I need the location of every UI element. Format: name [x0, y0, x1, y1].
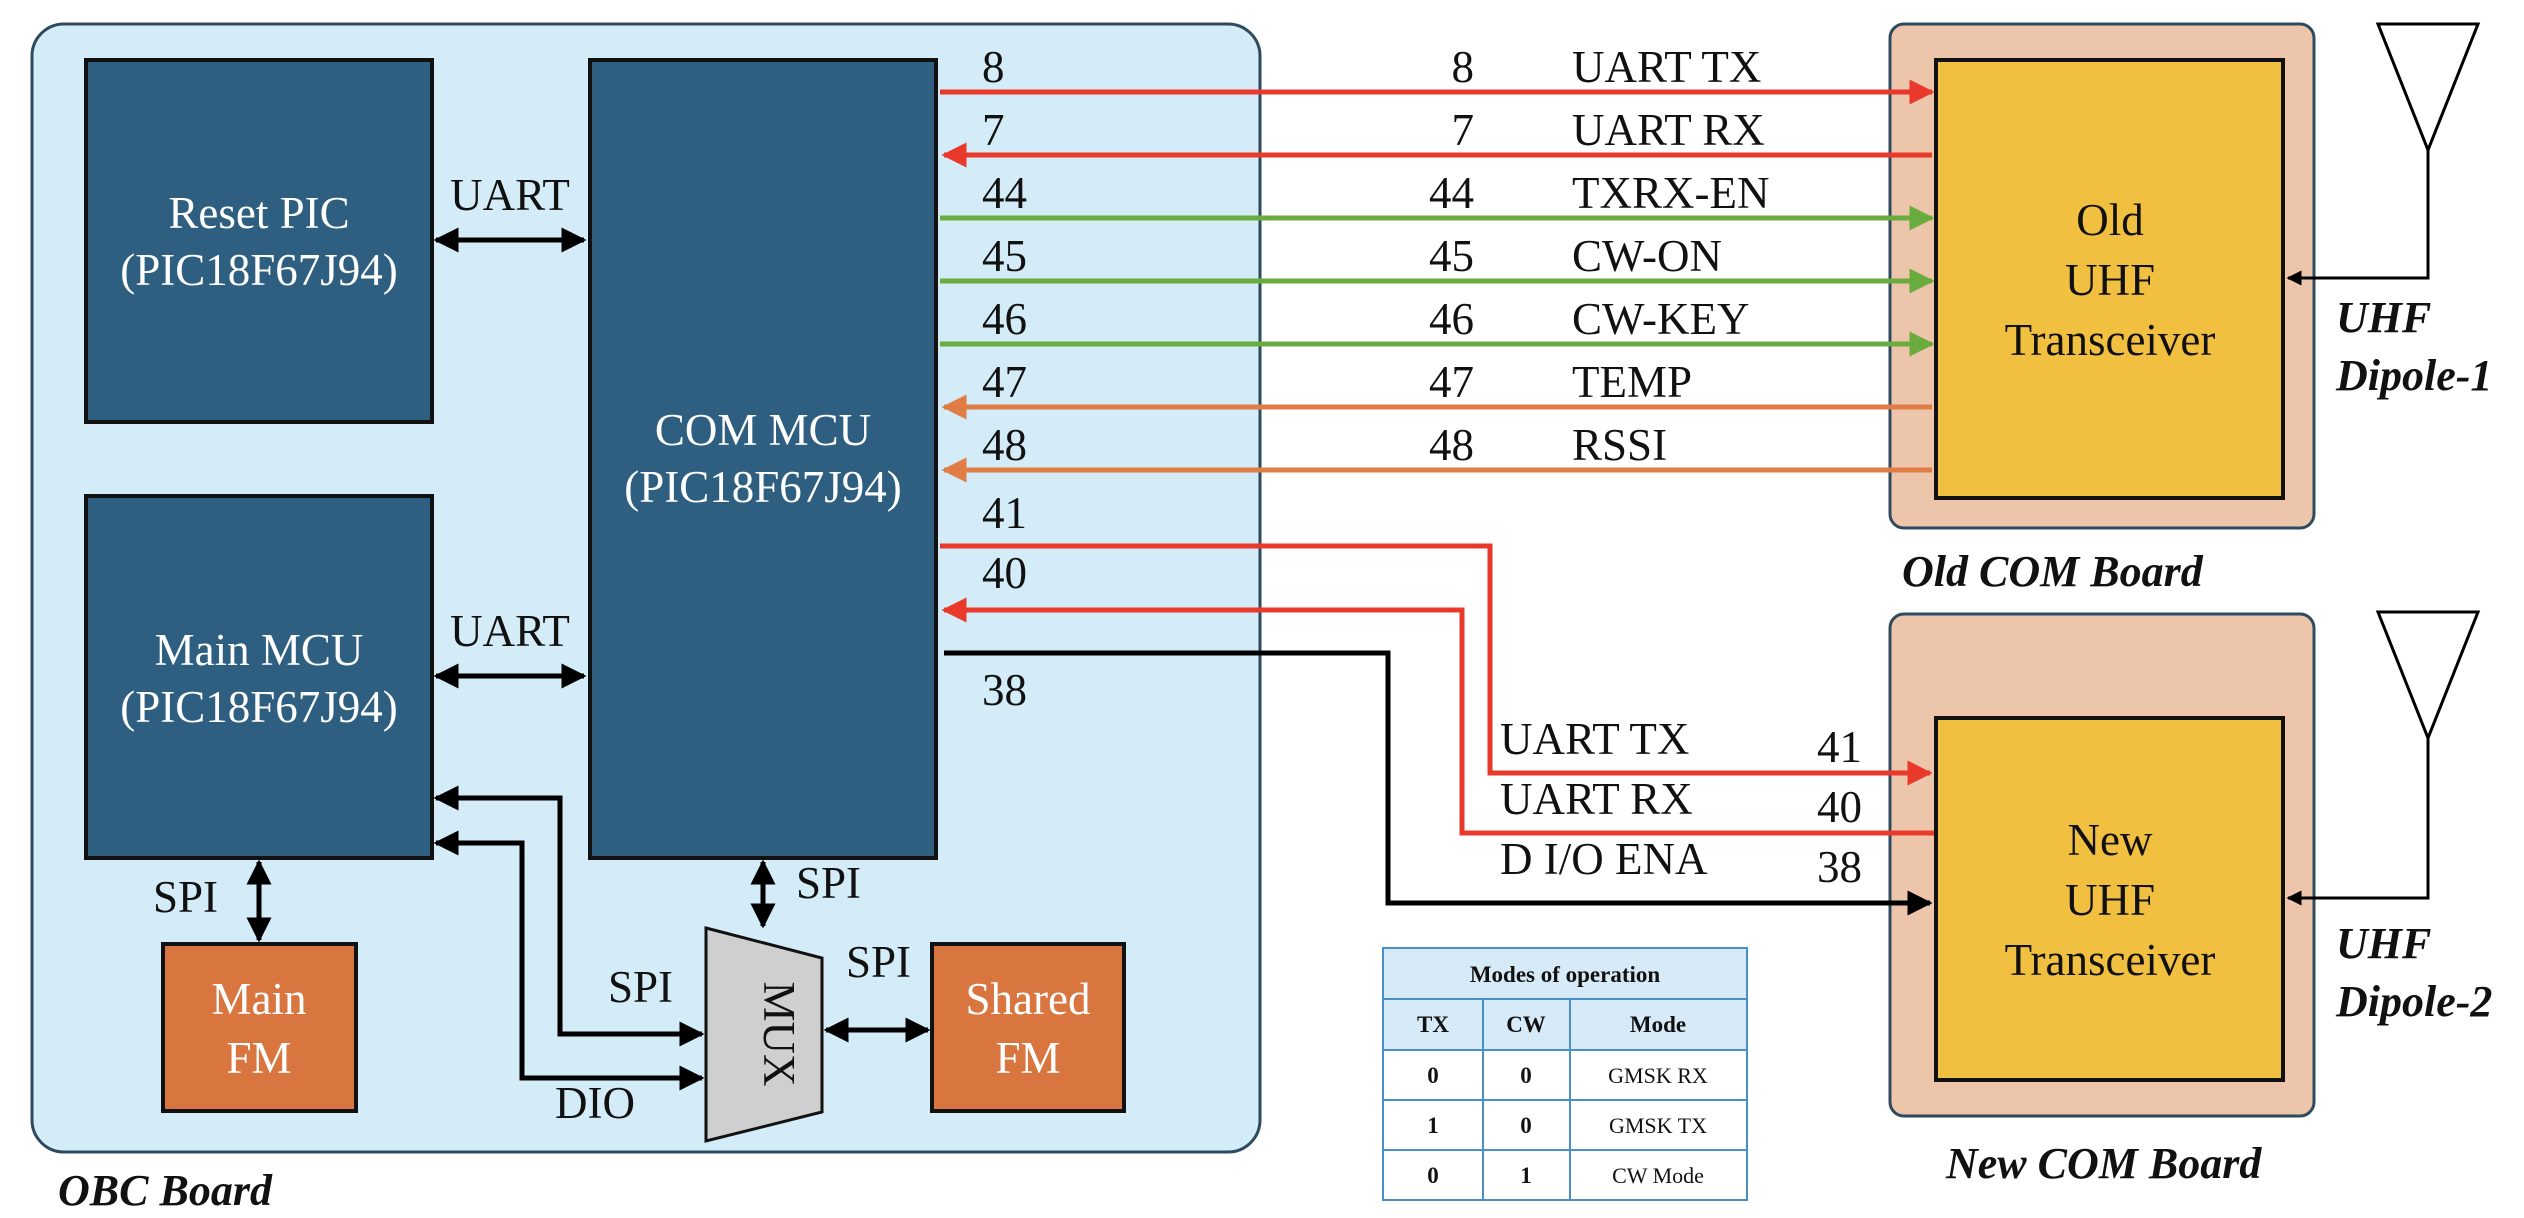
modes-row-3-mode: CW Mode — [1612, 1163, 1704, 1188]
old-pin-right-45: 45 — [1429, 231, 1474, 281]
old-signal-name-cw-on: CW-ON — [1572, 231, 1722, 281]
com-mcu-block — [588, 58, 938, 860]
old-signal-name-txrx-en: TXRX-EN — [1572, 168, 1769, 218]
main-mcu-label: Main MCU — [155, 625, 364, 675]
old-pin-left-46: 46 — [982, 294, 1027, 344]
old-pin-left-47: 47 — [982, 357, 1027, 407]
mux-label: MUX — [754, 981, 804, 1086]
modes-row-2-mode: GMSK TX — [1609, 1113, 1707, 1138]
antenna-2-label-2: Dipole-2 — [2335, 977, 2492, 1026]
antenna-1-label-2: Dipole-1 — [2335, 351, 2492, 400]
main-mcu-part: (PIC18F67J94) — [120, 682, 398, 732]
com-mux-spi-label: SPI — [796, 858, 861, 908]
old-pin-left-8: 8 — [982, 42, 1005, 92]
modes-table-header-cw: CW — [1506, 1012, 1546, 1037]
new-signal-name-uart-rx: UART RX — [1500, 774, 1693, 824]
old-signal-group: 8 8 UART TX 7 7 UART RX 44 44 TXRX-EN 45 45 CW-ON 46… — [940, 42, 1935, 483]
com-mcu-label: COM MCU — [655, 405, 871, 455]
main-fm-spi-label: SPI — [153, 872, 218, 922]
new-signal-name-dio-ena: D I/O ENA — [1500, 834, 1708, 884]
new-transceiver-line1: New — [2068, 815, 2153, 865]
com-mcu-part: (PIC18F67J94) — [624, 462, 902, 512]
modes-table-title: Modes of operation — [1470, 962, 1661, 987]
modes-row-1-mode: GMSK RX — [1608, 1063, 1708, 1088]
new-pin-left-41: 41 — [982, 488, 1027, 538]
modes-table-header-mode: Mode — [1630, 1012, 1686, 1037]
old-pin-right-44: 44 — [1429, 168, 1474, 218]
old-signal-name-rssi: RSSI — [1572, 420, 1667, 470]
old-pin-left-48: 48 — [982, 420, 1027, 470]
new-pin-left-38: 38 — [982, 665, 1027, 715]
old-pin-left-7: 7 — [982, 105, 1005, 155]
old-pin-right-47: 47 — [1429, 357, 1474, 407]
reset-pic-label: Reset PIC — [168, 188, 349, 238]
main-mux-dio-link — [433, 830, 705, 1091]
new-pin-right-38: 38 — [1817, 842, 1862, 892]
old-pin-right-46: 46 — [1429, 294, 1474, 344]
old-signal-name-temp: TEMP — [1572, 357, 1692, 407]
reset-uart-label: UART — [450, 170, 570, 220]
modes-row-1-tx: 0 — [1427, 1063, 1439, 1088]
mux-shared-spi-label: SPI — [846, 937, 911, 987]
main-fm-label-2: FM — [226, 1033, 291, 1083]
old-uhf-transceiver — [1934, 58, 2285, 500]
main-uart-label: UART — [450, 606, 570, 656]
old-signal-name-uart-tx: UART TX — [1572, 42, 1761, 92]
old-com-board-label: Old COM Board — [1902, 547, 2204, 596]
antenna-2-label: UHF — [2336, 919, 2431, 968]
new-pin-right-41: 41 — [1817, 722, 1862, 772]
new-pin-right-40: 40 — [1817, 782, 1862, 832]
shared-fm-label: Shared — [966, 974, 1091, 1024]
new-transceiver-line2: UHF — [2065, 875, 2155, 925]
new-dio-ena-wire — [944, 650, 1933, 916]
old-transceiver-line3: Transceiver — [2005, 315, 2216, 365]
modes-table-header-tx: TX — [1417, 1012, 1449, 1037]
main-mux-dio-label: DIO — [555, 1078, 635, 1128]
old-pin-right-48: 48 — [1429, 420, 1474, 470]
old-pin-left-45: 45 — [982, 231, 1027, 281]
new-pin-left-40: 40 — [982, 548, 1027, 598]
shared-fm-label-2: FM — [995, 1033, 1060, 1083]
shared-fm-block — [930, 942, 1126, 1113]
new-uart-tx-wire — [940, 543, 1933, 786]
antenna-1-icon — [2286, 22, 2481, 286]
new-com-board-label: New COM Board — [1945, 1139, 2262, 1188]
main-fm-block — [161, 942, 358, 1113]
modes-row-3-tx: 0 — [1427, 1163, 1439, 1188]
new-uhf-transceiver — [1934, 716, 2285, 1082]
obc-board-label: OBC Board — [58, 1166, 273, 1215]
old-pin-right-7: 7 — [1452, 105, 1475, 155]
new-uart-rx-wire — [941, 597, 1934, 836]
new-signal-name-uart-tx: UART TX — [1500, 714, 1689, 764]
main-mux-spi-label: SPI — [608, 962, 673, 1012]
main-fm-label: Main — [212, 974, 307, 1024]
mux-block — [704, 926, 824, 1143]
new-transceiver-line3: Transceiver — [2005, 935, 2216, 985]
old-pin-left-44: 44 — [982, 168, 1027, 218]
reset-pic-block — [84, 58, 434, 424]
old-transceiver-line1: Old — [2076, 195, 2144, 245]
modes-row-1-cw: 0 — [1520, 1063, 1532, 1088]
modes-row-2-tx: 1 — [1427, 1113, 1439, 1138]
modes-row-2-cw: 0 — [1520, 1113, 1532, 1138]
modes-row-3-cw: 1 — [1520, 1163, 1532, 1188]
antenna-1-label: UHF — [2336, 293, 2431, 342]
old-pin-right-8: 8 — [1452, 42, 1475, 92]
antenna-2-icon — [2286, 610, 2481, 906]
reset-pic-part: (PIC18F67J94) — [120, 245, 398, 295]
old-signal-name-cw-key: CW-KEY — [1572, 294, 1749, 344]
old-signal-name-uart-rx: UART RX — [1572, 105, 1765, 155]
old-transceiver-line2: UHF — [2065, 255, 2155, 305]
main-mcu-block — [84, 494, 434, 860]
modes-table: Modes of operation TX CW Mode 0 0 GMSK R… — [1382, 947, 1748, 1201]
